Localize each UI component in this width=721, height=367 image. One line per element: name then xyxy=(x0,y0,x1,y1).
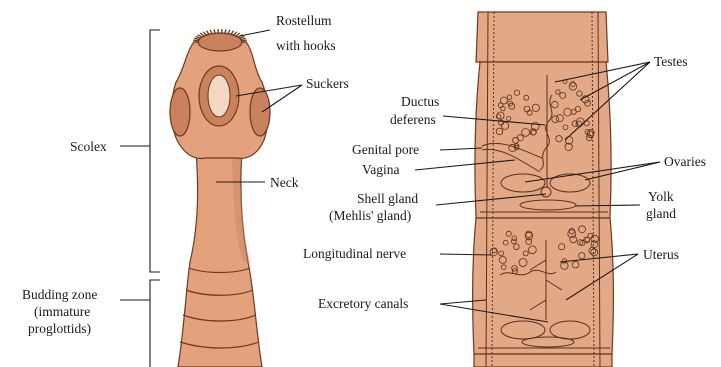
label-testes: Testes xyxy=(654,54,688,69)
right-sucker xyxy=(250,88,270,136)
tapeworm-anterior-illustration xyxy=(170,29,270,367)
proglottid-stub-top xyxy=(476,12,608,62)
proglottid-stub-bottom xyxy=(474,354,612,367)
label-vagina: Vagina xyxy=(362,162,400,177)
label-budding-zone-2: (immature xyxy=(34,304,90,319)
label-scolex: Scolex xyxy=(70,139,107,154)
label-budding-zone-3: proglottids) xyxy=(28,321,91,336)
rostellum-leader xyxy=(240,30,270,36)
label-neck: Neck xyxy=(270,175,299,190)
label-genital-pore: Genital pore xyxy=(352,142,419,157)
rostellum xyxy=(198,33,242,51)
label-budding-zone: Budding zone xyxy=(22,287,97,302)
scolex-bracket xyxy=(120,30,160,272)
label-shell-gland-2: (Mehlis' gland) xyxy=(329,208,411,223)
front-sucker-inner xyxy=(208,75,230,117)
hook xyxy=(241,40,247,41)
budding-zone-bracket xyxy=(120,280,160,367)
label-longitudinal-nerve: Longitudinal nerve xyxy=(303,246,406,261)
proglottid-strip xyxy=(473,12,614,367)
label-shell-gland: Shell gland xyxy=(357,191,418,206)
left-sucker xyxy=(170,88,190,136)
label-uterus: Uterus xyxy=(643,247,679,262)
label-yolk-gland-2: gland xyxy=(646,206,676,221)
label-excretory-canals: Excretory canals xyxy=(318,296,408,311)
label-ductus-deferens-2: deferens xyxy=(390,112,436,127)
label-yolk-gland: Yolk xyxy=(648,189,674,204)
label-rostellum-2: with hooks xyxy=(276,38,336,53)
label-suckers: Suckers xyxy=(306,76,349,91)
label-ductus-deferens: Ductus xyxy=(401,94,439,109)
hook xyxy=(193,40,199,41)
label-ovaries: Ovaries xyxy=(664,154,706,169)
label-rostellum: Rostellum xyxy=(276,13,332,28)
